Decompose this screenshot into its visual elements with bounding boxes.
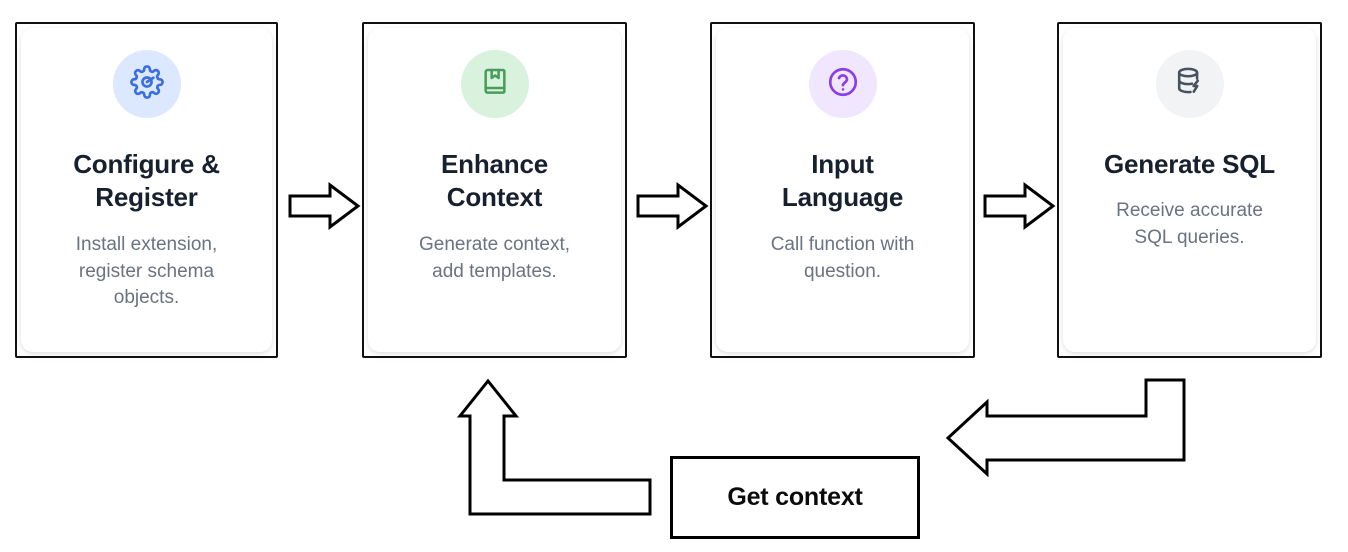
step-title: Generate SQL (1104, 149, 1275, 179)
step-description: Generate context, add templates. (418, 233, 571, 282)
step-title: Configure & Register (73, 149, 220, 213)
step-description: Receive accurate SQL queries. (1116, 200, 1263, 249)
right-arrow-icon (983, 182, 1056, 230)
arrow-feedback-up (456, 374, 658, 522)
gear-icon (129, 64, 164, 104)
right-arrow-icon (636, 182, 709, 230)
database-icon-badge (1155, 50, 1224, 118)
database-bolt-icon (1173, 65, 1206, 103)
get-context-label: Get context (727, 483, 863, 511)
up-elbow-arrow-icon (456, 378, 652, 516)
step-card-generate-sql[interactable]: Generate SQL Receive accurate SQL querie… (1057, 22, 1322, 358)
question-icon-badge (808, 50, 877, 118)
step-title: Input Language (781, 149, 904, 213)
step-card-inner: Enhance Context Generate context, add te… (368, 28, 621, 352)
arrow-step3-step4 (983, 182, 1056, 230)
arrow-step1-step2 (288, 182, 361, 230)
left-elbow-arrow-icon (945, 378, 1186, 478)
book-bookmark-icon (479, 66, 511, 103)
step-card-inner: Generate SQL Receive accurate SQL querie… (1063, 28, 1316, 352)
step-description: Call function with question. (770, 233, 915, 282)
step-card-enhance-context[interactable]: Enhance Context Generate context, add te… (362, 22, 627, 358)
right-arrow-icon (288, 182, 361, 230)
arrow-step2-step3 (636, 182, 709, 230)
book-icon-badge (460, 50, 529, 118)
get-context-box[interactable]: Get context (670, 456, 920, 539)
step-description: Install extension, register schema objec… (75, 233, 218, 309)
step-title: Enhance Context (441, 149, 548, 213)
step-card-configure-register[interactable]: Configure & Register Install extension, … (15, 22, 278, 358)
arrow-feedback-left (940, 376, 1190, 512)
step-card-inner: Input Language Call function with questi… (716, 28, 969, 352)
gear-icon-badge (112, 50, 181, 118)
step-card-inner: Configure & Register Install extension, … (21, 28, 272, 352)
question-circle-icon (826, 65, 860, 104)
step-card-input-language[interactable]: Input Language Call function with questi… (710, 22, 975, 358)
